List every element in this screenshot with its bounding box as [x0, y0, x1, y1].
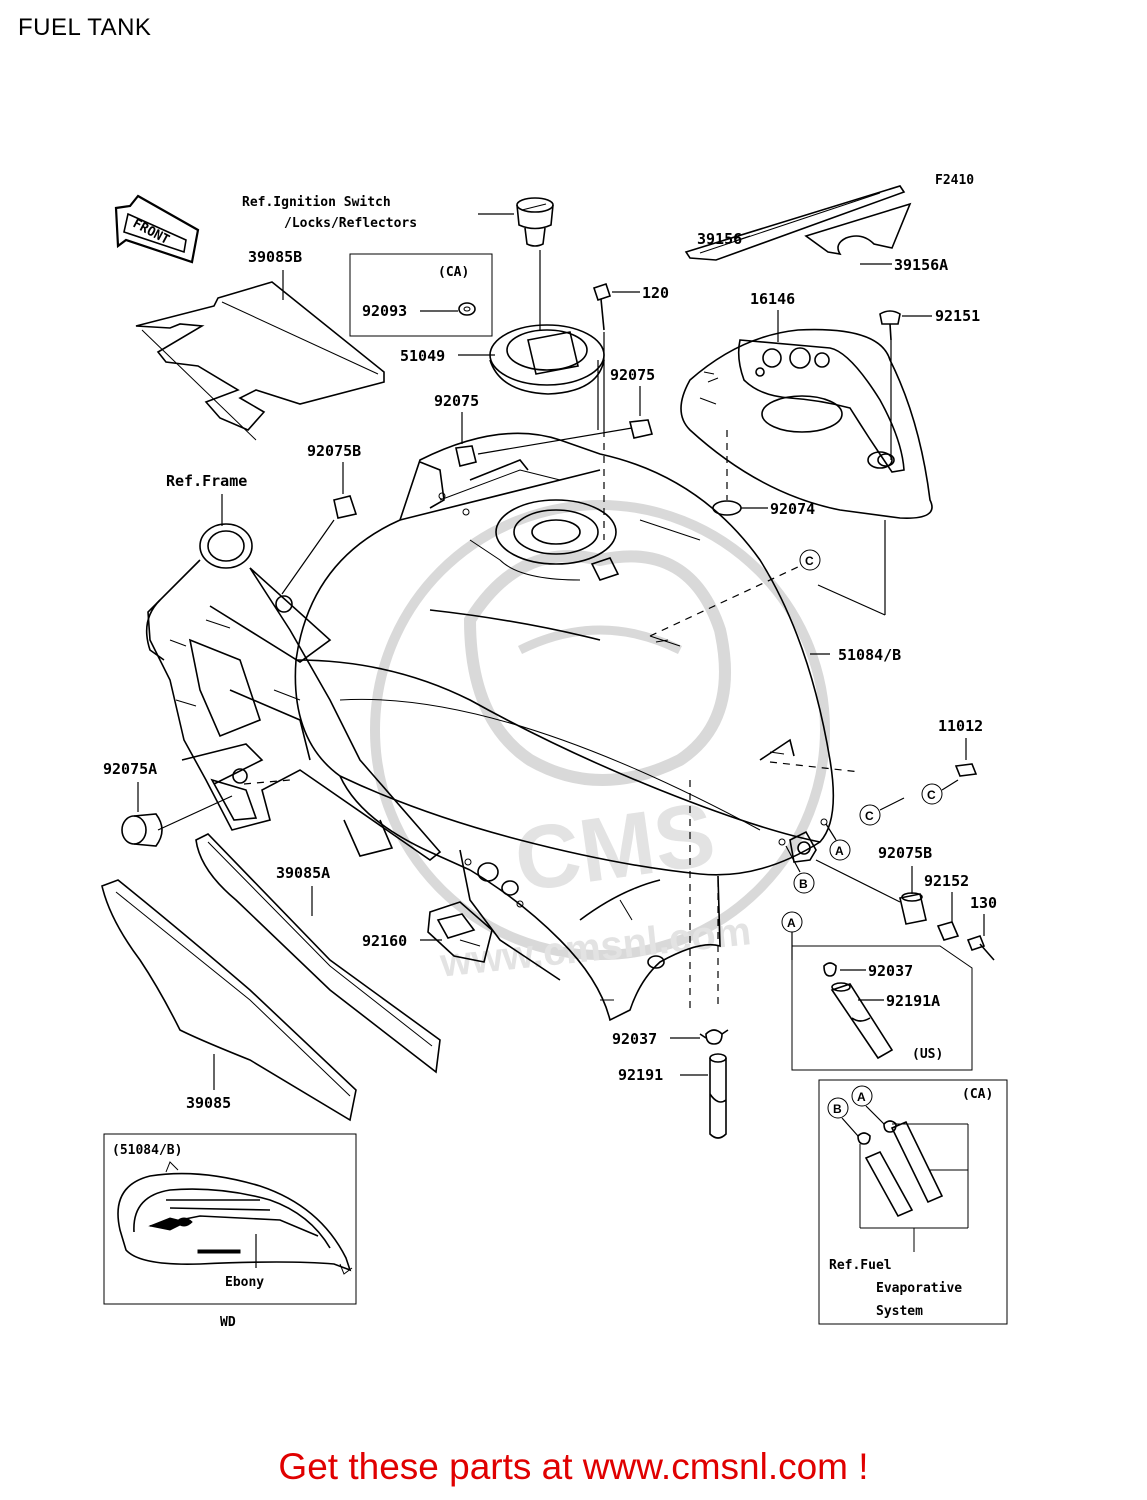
part-92075-right: 92075	[610, 366, 655, 384]
part-39085b: 39085B	[248, 248, 302, 266]
part-130: 130	[970, 894, 997, 912]
inset-label-ebony: Ebony	[225, 1275, 264, 1290]
svg-text:C: C	[865, 809, 874, 823]
part-92037-lower: 92037	[612, 1030, 657, 1048]
part-92037-us: 92037	[868, 962, 913, 980]
part-39085a: 39085A	[276, 864, 330, 882]
svg-text:C: C	[805, 554, 814, 568]
svg-text:A: A	[857, 1090, 866, 1104]
part-92075b-top: 92075B	[307, 442, 361, 460]
part-92160: 92160	[362, 932, 407, 950]
watermark-main: CMS	[509, 784, 721, 911]
part-92074: 92074	[770, 500, 815, 518]
bumper-92075a	[121, 813, 163, 847]
page-title: FUEL TANK	[18, 14, 152, 41]
callout-a-3: A	[851, 1085, 873, 1107]
ref-frame: Ref.Frame	[166, 472, 247, 490]
box-us-label: (US)	[912, 1047, 943, 1062]
svg-text:A: A	[835, 844, 844, 858]
part-92093: 92093	[362, 302, 407, 320]
callout-b-2: B	[827, 1097, 849, 1119]
part-39156: 39156	[697, 230, 742, 248]
hose-92191a	[830, 982, 894, 1060]
box-inset	[103, 1133, 357, 1305]
ref-fuel-line1: Ref.Fuel	[829, 1258, 892, 1273]
callout-a-2: A	[781, 911, 803, 933]
inset-title: (51084/B)	[112, 1143, 182, 1158]
part-92152: 92152	[924, 872, 969, 890]
strip-39085a	[195, 833, 441, 1074]
box-us	[791, 945, 973, 1071]
part-11012: 11012	[938, 717, 983, 735]
strip-39156	[684, 185, 906, 261]
frame	[145, 523, 442, 861]
callout-c-1: C	[799, 549, 821, 571]
ignition-cap	[516, 197, 554, 247]
inset-below-wd: WD	[220, 1315, 236, 1330]
clamp-92037-lower	[699, 1029, 729, 1045]
part-16146: 16146	[750, 290, 795, 308]
ref-ignition-line1: Ref.Ignition Switch	[242, 195, 391, 210]
strip-39156a	[804, 202, 912, 256]
screw-120	[592, 282, 612, 331]
inset-tank-drawing	[117, 1161, 353, 1275]
strip-39085	[101, 879, 357, 1122]
screw-92151	[879, 310, 901, 341]
part-92075b-right: 92075B	[878, 844, 932, 862]
fuel-tank	[294, 432, 835, 1022]
cap-base-51049	[489, 324, 605, 395]
part-92191: 92191	[618, 1066, 663, 1084]
part-39085: 39085	[186, 1094, 231, 1112]
promo-footer[interactable]: Get these parts at www.cmsnl.com !	[278, 1446, 869, 1487]
box-ca-top-label: (CA)	[438, 265, 469, 280]
part-92075-left: 92075	[434, 392, 479, 410]
callout-c-2: C	[859, 804, 881, 826]
part-92151: 92151	[935, 307, 980, 325]
pad-39085b	[135, 281, 385, 431]
clamp-92037-us	[823, 962, 837, 977]
ref-fuel-line3: System	[876, 1304, 923, 1319]
svg-text:A: A	[787, 916, 796, 930]
watermark: CMS www.cmsnl.com	[370, 500, 830, 986]
ref-fuel-line2: Evaporative	[876, 1281, 962, 1296]
svg-text:C: C	[927, 788, 936, 802]
figure-code: F2410	[935, 173, 974, 188]
box-ca-bottom-label: (CA)	[962, 1087, 993, 1102]
part-120: 120	[642, 284, 669, 302]
part-39156a: 39156A	[894, 256, 948, 274]
bolt-130	[966, 935, 995, 961]
svg-text:B: B	[833, 1102, 842, 1116]
part-51049: 51049	[400, 347, 445, 365]
front-arrow-icon: FRONT	[114, 194, 200, 264]
callout-c-3: C	[921, 783, 943, 805]
callout-a-1: A	[829, 839, 851, 861]
hoses-ca	[864, 1120, 944, 1218]
console-16146	[680, 328, 933, 519]
part-51084b: 51084/B	[838, 646, 901, 664]
part-92075a: 92075A	[103, 760, 157, 778]
ref-ignition-line2: /Locks/Reflectors	[284, 216, 417, 231]
box-ca-top	[349, 253, 493, 337]
box-ca-bottom	[818, 1079, 1008, 1325]
callout-b-1: B	[793, 872, 815, 894]
hose-92191	[709, 1053, 727, 1139]
part-92191a: 92191A	[886, 992, 940, 1010]
svg-text:B: B	[799, 877, 808, 891]
clip-92160	[427, 901, 493, 963]
